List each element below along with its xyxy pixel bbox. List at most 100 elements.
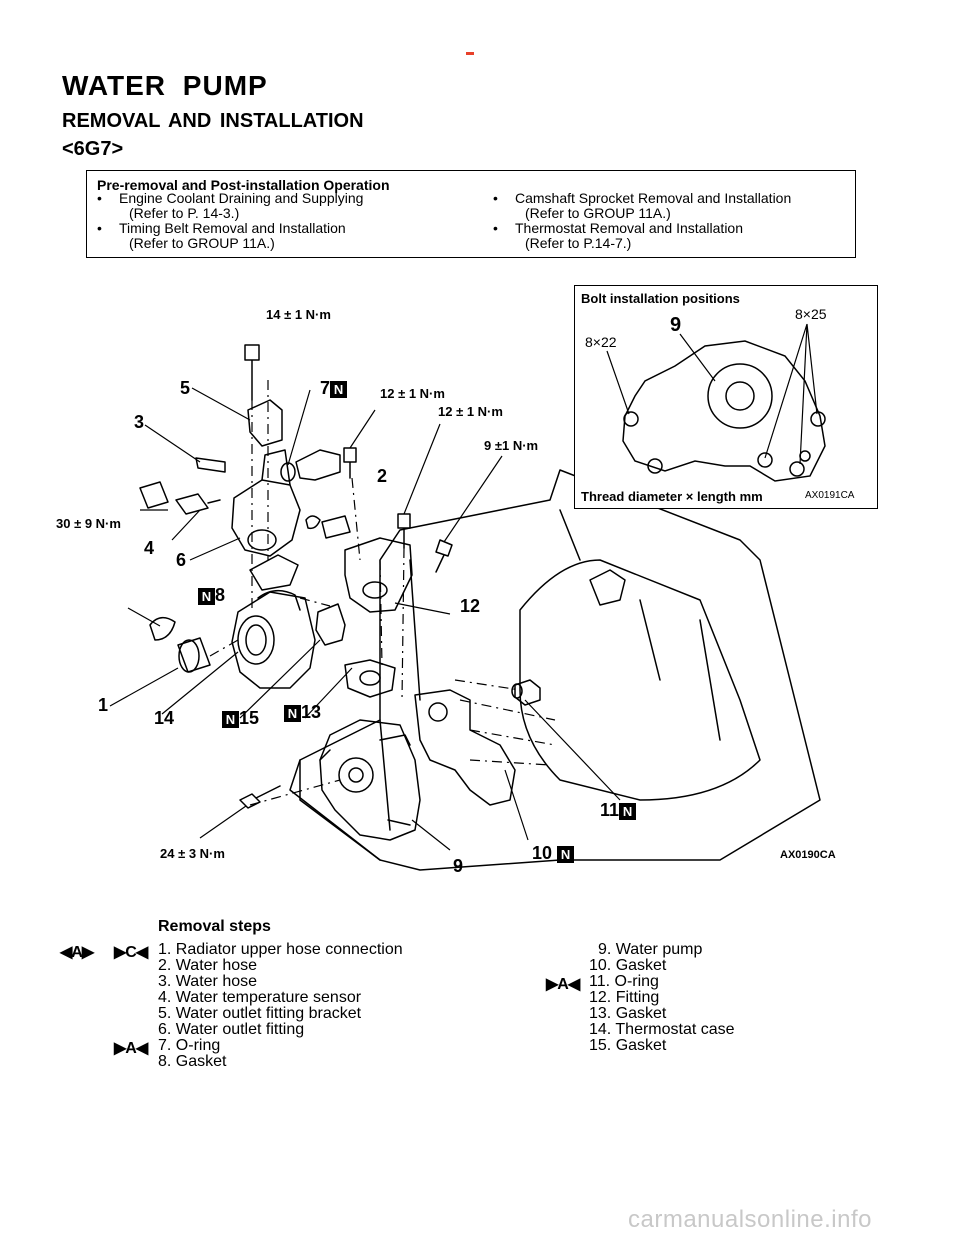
- step-item: 4. Water temperature sensor: [158, 989, 362, 1006]
- bullet-icon: •: [97, 220, 102, 236]
- o-ring-11-end: [511, 683, 523, 699]
- step-item: 7. O-ring: [158, 1037, 221, 1054]
- inset-code: AX0191CA: [805, 490, 855, 501]
- outlet-pipe: [295, 449, 341, 481]
- step-item: 3. Water hose: [158, 973, 258, 990]
- torque-label: 9 ±1 N·m: [484, 438, 539, 453]
- bolt-hole: [647, 458, 663, 474]
- water-pump-body: [319, 719, 421, 841]
- inset-footer: Thread diameter × length mm: [581, 489, 763, 504]
- inset-part-number: 9: [670, 314, 682, 336]
- step-item: 12. Fitting: [589, 989, 660, 1006]
- exploded-view-diagram: AX0190CA: [109, 344, 836, 871]
- part-number-10: 10 N: [532, 843, 575, 864]
- outlet-fitting-port: [247, 529, 277, 551]
- pump-center-inner: [725, 381, 755, 411]
- removal-steps-heading: Removal steps: [158, 918, 271, 935]
- engine-block-contour: [409, 509, 721, 741]
- step-item: 14. Thermostat case: [589, 1021, 735, 1038]
- gasket-10: [414, 689, 516, 806]
- torque-label: 24 ± 3 N·m: [160, 846, 225, 861]
- step-item: 2. Water hose: [158, 957, 258, 974]
- step-item: 11. O-ring: [589, 973, 659, 990]
- pre-item: • Timing Belt Removal and Installation (…: [97, 220, 346, 251]
- new-part-icon: N: [330, 381, 348, 398]
- new-part-icon: N: [198, 588, 215, 605]
- torque-label: 30 ± 9 N·m: [56, 516, 121, 531]
- service-mark: ◀A▶: [60, 944, 94, 961]
- pre-item: • Thermostat Removal and Installation (R…: [493, 220, 743, 251]
- gasket-13: [344, 659, 396, 698]
- bolt-hole: [799, 450, 811, 462]
- bullet-icon: •: [97, 190, 102, 206]
- water-pump-flange: [319, 734, 411, 826]
- gasket-15: [315, 603, 346, 646]
- page-title: WATER PUMP: [62, 70, 268, 101]
- section-title: REMOVAL AND INSTALLATION: [62, 110, 364, 132]
- bolt-14: [244, 344, 260, 401]
- bolt-hole: [757, 452, 773, 468]
- outlet-fitting-neck: [261, 449, 291, 486]
- bolt-9: [435, 539, 453, 573]
- hose-2: [321, 515, 351, 539]
- part-number-9: 9: [453, 856, 464, 876]
- engine-block-contour: [299, 719, 391, 861]
- torque-label: 12 ± 1 N·m: [438, 404, 503, 419]
- thermostat-case-neck: [257, 589, 301, 611]
- step-item: 15. Gasket: [589, 1037, 667, 1054]
- leader-line: [109, 387, 621, 851]
- fitting-12-port: [362, 581, 388, 599]
- bracket-5: [247, 399, 283, 447]
- top-accent-mark: [466, 52, 474, 55]
- step-item: 13. Gasket: [589, 1005, 667, 1022]
- pump-bolt-drawing: [606, 323, 826, 482]
- gasket-8: [249, 554, 299, 591]
- bolt-size-8x25: 8×25: [795, 306, 827, 322]
- bolt-12b: [397, 513, 411, 549]
- water-pump-hub-inner: [348, 767, 364, 783]
- pre-item: • Camshaft Sprocket Removal and Installa…: [493, 190, 792, 221]
- pump-center: [707, 363, 773, 429]
- service-mark: ▶A◀: [114, 1040, 148, 1057]
- service-mark: ▶C◀: [114, 944, 148, 961]
- step-item: 8. Gasket: [158, 1053, 227, 1070]
- bolt-positions-inset: Bolt installation positions 8×25 8×22 9 …: [574, 285, 878, 509]
- bolt-24: [239, 785, 281, 809]
- pre-removal-box: Pre-removal and Post-installation Operat…: [86, 170, 856, 258]
- inset-leader: [606, 323, 818, 465]
- pre-removal-heading: Pre-removal and Post-installation Operat…: [97, 177, 390, 193]
- bolt-size-8x22: 8×22: [585, 334, 617, 350]
- torque-label: 12 ± 1 N·m: [380, 386, 445, 401]
- hose-clamp: [149, 616, 176, 641]
- bolt-hole: [623, 411, 639, 427]
- step-item: 9. Water pump: [598, 941, 703, 958]
- part-number-14: 14: [154, 708, 175, 728]
- bullet-icon: •: [493, 190, 498, 206]
- pre-item: • Engine Coolant Draining and Supplying …: [97, 190, 364, 221]
- gasket-13-hole: [359, 670, 381, 686]
- water-pump-hub: [338, 757, 374, 793]
- watermark: carmanualsonline.info: [628, 1206, 872, 1233]
- new-part-icon: N: [222, 711, 239, 728]
- assembly-line: [209, 380, 556, 806]
- figure-code: AX0190CA: [780, 849, 836, 861]
- hose-clamp-2: [305, 515, 321, 530]
- step-item: 6. Water outlet fitting: [158, 1021, 305, 1038]
- part-number-12: 12: [460, 596, 481, 616]
- step-item: 5. Water outlet fitting bracket: [158, 1005, 362, 1022]
- engine-block-outline: [289, 469, 821, 871]
- step-item: 1. Radiator upper hose connection: [158, 941, 403, 958]
- part-number-3: 3: [134, 412, 145, 432]
- part-number-2: 2: [377, 466, 388, 486]
- fitting-12: [344, 537, 413, 613]
- gasket-10-hole: [428, 702, 448, 722]
- new-part-icon: N: [619, 803, 637, 820]
- bullet-icon: •: [493, 220, 498, 236]
- bolt-hole: [789, 461, 805, 477]
- hose-3: [195, 457, 226, 473]
- engine-block-contour: [519, 559, 761, 801]
- bolt-hole: [810, 411, 826, 427]
